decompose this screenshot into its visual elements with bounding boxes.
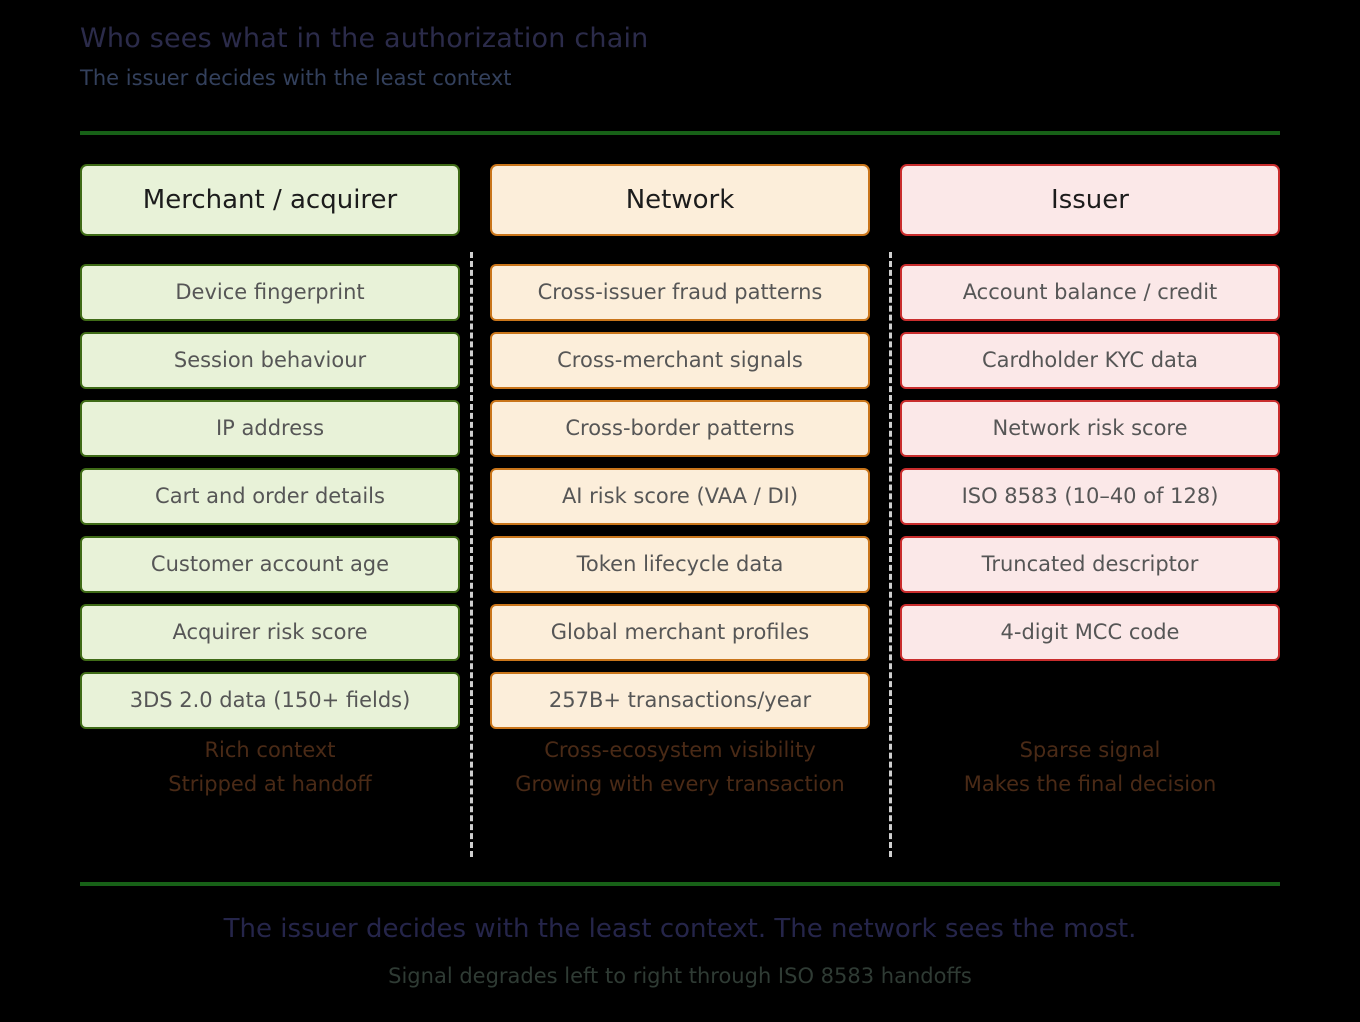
list-item-label: Device fingerprint [175,280,365,304]
column-divider-right [889,252,892,857]
conclusion-headline: The issuer decides with the least contex… [223,914,1137,944]
list-item: Global merchant profiles [490,604,870,661]
list-item-label: 3DS 2.0 data (150+ fields) [129,688,411,712]
list-item-label: AI risk score (VAA / DI) [561,484,799,508]
list-item: Cart and order details [80,468,460,525]
list-item: Account balance / credit [900,264,1280,321]
column-header-merchant-acquirer: Merchant / acquirer [80,164,460,236]
column-header-network: Network [490,164,870,236]
list-item-label: Cross-issuer fraud patterns [537,280,823,304]
header: Who sees what in the authorization chain… [80,24,1280,90]
column-header-label: Merchant / acquirer [142,185,398,215]
column-footer-issuer: Sparse signal Makes the final decision [900,740,1280,795]
list-item: 3DS 2.0 data (150+ fields) [80,672,460,729]
list-item-label: Account balance / credit [962,280,1218,304]
list-item-label: ISO 8583 (10–40 of 128) [961,484,1219,508]
column-footer-detail: Makes the final decision [963,772,1217,796]
column-footer-detail: Stripped at handoff [168,772,372,796]
list-item: Cross-border patterns [490,400,870,457]
column-issuer: Issuer Account balance / credit Cardhold… [900,164,1280,795]
list-item-label: Acquirer risk score [172,620,368,644]
list-item-label: Global merchant profiles [550,620,810,644]
list-item: 257B+ transactions/year [490,672,870,729]
list-item: Cross-merchant signals [490,332,870,389]
column-footer-headline: Sparse signal [1019,738,1161,762]
list-item-label: Session behaviour [173,348,367,372]
list-item: Cardholder KYC data [900,332,1280,389]
list-item: Network risk score [900,400,1280,457]
list-item: Acquirer risk score [80,604,460,661]
column-footer-headline: Rich context [204,738,336,762]
top-divider-rule [80,131,1280,135]
bottom-divider-rule [80,882,1280,886]
list-item-label: Network risk score [992,416,1188,440]
list-item: Cross-issuer fraud patterns [490,264,870,321]
list-item-label: Cart and order details [155,484,385,508]
list-item-label: Truncated descriptor [981,552,1199,576]
list-item: Session behaviour [80,332,460,389]
list-item: IP address [80,400,460,457]
list-item-label: IP address [215,416,325,440]
column-header-label: Issuer [1051,185,1129,215]
list-item: Truncated descriptor [900,536,1280,593]
list-item-label: Cross-border patterns [565,416,795,440]
list-item: Customer account age [80,536,460,593]
column-footer-headline: Cross-ecosystem visibility [544,738,816,762]
list-item: AI risk score (VAA / DI) [490,468,870,525]
page-title: Who sees what in the authorization chain [80,23,649,54]
list-item-label: Cross-merchant signals [557,348,803,372]
list-item: Token lifecycle data [490,536,870,593]
list-item-label: Cardholder KYC data [981,348,1199,372]
conclusion: The issuer decides with the least contex… [0,915,1360,988]
columns-container: Merchant / acquirer Device fingerprint S… [80,164,1280,795]
column-divider-left [470,252,473,857]
column-header-label: Network [625,185,735,215]
list-item: ISO 8583 (10–40 of 128) [900,468,1280,525]
page-subtitle: The issuer decides with the least contex… [80,65,512,90]
conclusion-detail: Signal degrades left to right through IS… [388,963,972,988]
column-header-issuer: Issuer [900,164,1280,236]
list-item-label: Token lifecycle data [576,552,784,576]
list-item-label: 4-digit MCC code [1000,620,1180,644]
column-footer-detail: Growing with every transaction [515,772,845,796]
column-merchant-acquirer: Merchant / acquirer Device fingerprint S… [80,164,460,795]
list-item-label: 257B+ transactions/year [548,688,812,712]
column-footer-network: Cross-ecosystem visibility Growing with … [490,740,870,795]
list-item: Device fingerprint [80,264,460,321]
column-footer-merchant-acquirer: Rich context Stripped at handoff [80,740,460,795]
list-item-label: Customer account age [150,552,390,576]
list-item: 4-digit MCC code [900,604,1280,661]
column-network: Network Cross-issuer fraud patterns Cros… [490,164,870,795]
